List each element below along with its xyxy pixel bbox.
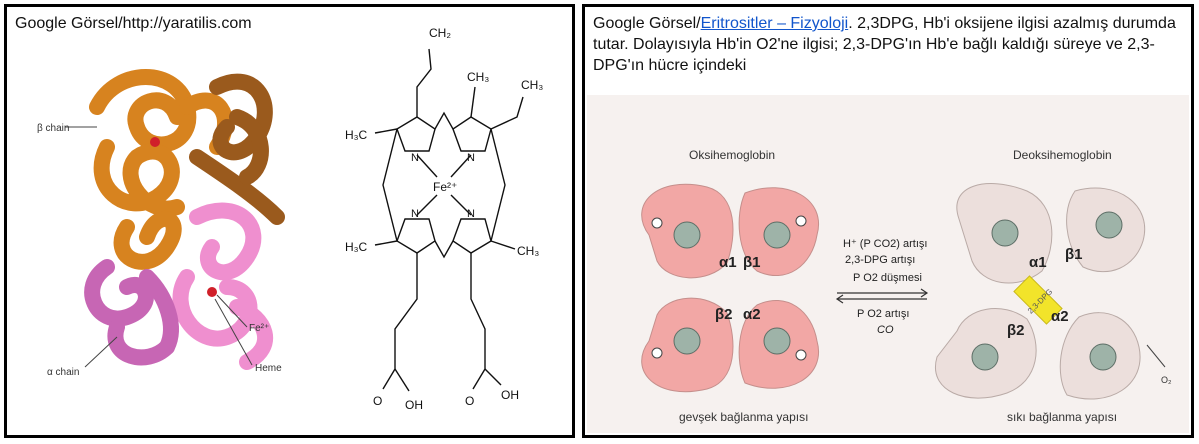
h3c-label: H₃C	[345, 240, 368, 254]
subunit-beta1: β1	[1065, 246, 1083, 263]
heme-group	[1095, 211, 1123, 239]
oxy-footer: gevşek bağlanma yapısı	[679, 410, 808, 424]
oxy-title: Oksihemoglobin	[689, 148, 775, 162]
heme-group	[673, 221, 701, 249]
ch3-label: CH₃	[467, 70, 489, 84]
leader-line	[216, 294, 248, 328]
pyrrole-ring	[452, 218, 492, 254]
h3c-label: H₃C	[345, 128, 368, 142]
pyrrole-ring	[396, 116, 436, 152]
n-label: N	[467, 208, 475, 220]
heme-marker	[207, 287, 217, 297]
oh-label: OH	[501, 388, 519, 402]
alpha-chain-magenta	[84, 259, 179, 366]
subunit-alpha1: α1	[719, 254, 737, 271]
n-label: N	[411, 208, 419, 220]
heme-marker	[150, 137, 160, 147]
deoxy-footer: sıkı bağlanma yapısı	[1007, 410, 1117, 424]
subunit-alpha1: α1	[1029, 254, 1047, 271]
pyrrole-ring	[396, 218, 436, 254]
ch3-label: CH₃	[521, 78, 543, 92]
heme-group	[991, 219, 1019, 247]
fe-label: Fe²⁺	[249, 323, 269, 334]
deoxy-title: Deoksihemoglobin	[1013, 148, 1112, 162]
source-link[interactable]: Eritrositler – Fizyoloji	[700, 15, 849, 32]
heme-label: Heme	[255, 363, 282, 374]
ch3-label: CH₃	[517, 244, 539, 258]
arrow-top-line: H⁺ (P CO2) artışı	[843, 238, 927, 250]
arrow-bottom-line: CO	[877, 324, 894, 336]
hemoglobin-ribbon-figure: β chain α chain Fe²⁺ Heme	[37, 69, 285, 378]
arrow-top-line: P O2 düşmesi	[853, 272, 922, 284]
o-label: O	[373, 394, 382, 408]
dpg-bridge	[1013, 275, 1063, 325]
equilibrium-arrows	[835, 288, 929, 304]
n-label: N	[467, 152, 475, 164]
left-figure-cell: Google Görsel/http://yaratilis.com	[4, 4, 575, 438]
left-caption: Google Görsel/http://yaratilis.com	[15, 15, 252, 32]
subunit-beta2: β2	[1007, 322, 1025, 339]
hemoglobin-state-diagram: Oksihemoglobin Deoksihemoglobin	[587, 95, 1189, 433]
subunit-beta2: β2	[715, 306, 733, 323]
pyrrole-ring	[452, 116, 492, 152]
alpha-chain-label: α chain	[47, 367, 79, 378]
n-label: N	[411, 152, 419, 164]
o-label: O	[465, 394, 474, 408]
beta-chain-label: β chain	[37, 123, 69, 134]
subunit-alpha2: α2	[743, 306, 761, 323]
heme-group	[971, 343, 999, 371]
arrow-top-line: 2,3-DPG artışı	[845, 254, 915, 266]
right-caption: Google Görsel/Eritrositler – Fizyoloji. …	[593, 13, 1183, 76]
heme-group	[763, 327, 791, 355]
leader-line	[214, 298, 253, 366]
ch2-label: CH₂	[429, 26, 451, 40]
leader-line	[84, 336, 118, 368]
oh-label: OH	[405, 398, 423, 412]
heme-group	[673, 327, 701, 355]
subunit-beta1: β1	[743, 254, 761, 271]
heme-group	[763, 221, 791, 249]
heme-group	[1089, 343, 1117, 371]
alpha-chain-pink	[172, 202, 274, 370]
subunit-alpha2: α2	[1051, 308, 1069, 325]
fe-center-label: Fe²⁺	[433, 180, 457, 194]
beta-chain-brown	[189, 73, 285, 225]
heme-structure-figure: CH₂ CH₃ CH₃ H₃C H₃C CH₃ Fe²⁺ N N N N O O…	[345, 26, 543, 412]
o2-label: O₂	[1161, 375, 1172, 385]
caption-text: . 2,3DPG, Hb'i oksijene ilgisi azalmış d…	[593, 15, 1176, 74]
right-figure-cell: Google Görsel/Eritrositler – Fizyoloji. …	[582, 4, 1194, 438]
arrow-bottom-line: P O2 artışı	[857, 308, 909, 320]
caption-prefix: Google Görsel/	[593, 15, 701, 32]
